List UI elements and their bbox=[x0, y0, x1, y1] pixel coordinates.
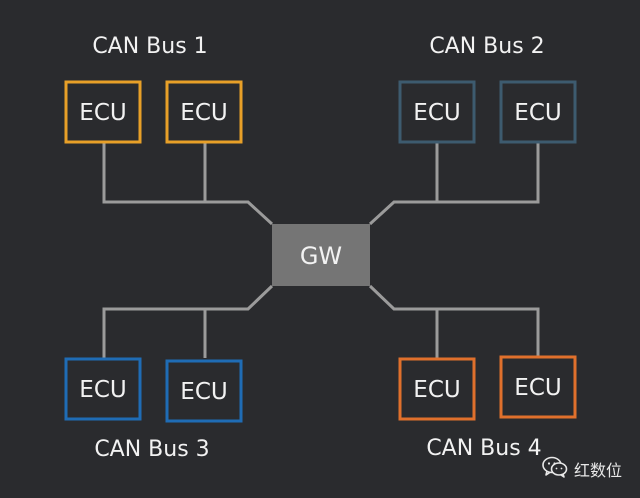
gateway-label: GW bbox=[300, 242, 342, 270]
bus-4-ecu-2-label: ECU bbox=[514, 375, 561, 401]
can-bus-4: ECU ECU CAN Bus 4 bbox=[398, 355, 577, 461]
watermark-text: 红数位 bbox=[573, 461, 622, 480]
bus-3-title: CAN Bus 3 bbox=[94, 437, 209, 462]
bus-4-wire bbox=[368, 284, 540, 356]
bus-3-ecu-1 bbox=[64, 357, 142, 421]
bus-4-ecu-1 bbox=[398, 357, 476, 421]
bus-2-ecu-1 bbox=[398, 80, 476, 144]
watermark: 红数位 bbox=[542, 456, 622, 482]
bus-1-title: CAN Bus 1 bbox=[92, 34, 207, 59]
bus-1-ecu-2 bbox=[165, 80, 243, 144]
bus-4-title: CAN Bus 4 bbox=[426, 436, 541, 461]
bus-2-ecu-2-label: ECU bbox=[514, 100, 561, 126]
bus-2-wire bbox=[368, 143, 540, 226]
can-bus-3: ECU ECU CAN Bus 3 bbox=[64, 357, 243, 462]
bus-1-wire bbox=[102, 143, 274, 226]
bus-4-ecu-1-label: ECU bbox=[413, 377, 460, 403]
bus-3-ecu-1-label: ECU bbox=[79, 377, 126, 403]
can-bus-1: CAN Bus 1 ECU ECU bbox=[64, 34, 243, 144]
bus-3-ecu-2-label: ECU bbox=[180, 379, 227, 405]
wiring bbox=[102, 143, 540, 358]
wechat-icon bbox=[542, 456, 568, 482]
bus-3-ecu-2 bbox=[165, 359, 243, 423]
bus-1-ecu-2-label: ECU bbox=[180, 100, 227, 126]
bus-3-wire bbox=[102, 284, 274, 358]
bus-2-ecu-1-label: ECU bbox=[413, 100, 460, 126]
bus-1-ecu-1-label: ECU bbox=[79, 100, 126, 126]
bus-2-title: CAN Bus 2 bbox=[429, 34, 544, 59]
can-bus-2: CAN Bus 2 ECU ECU bbox=[398, 34, 577, 144]
bus-2-ecu-2 bbox=[499, 80, 577, 144]
bus-1-ecu-1 bbox=[64, 80, 142, 144]
gateway-node: GW bbox=[272, 224, 370, 286]
gateway-box bbox=[272, 224, 370, 286]
bus-4-ecu-2 bbox=[499, 355, 577, 419]
